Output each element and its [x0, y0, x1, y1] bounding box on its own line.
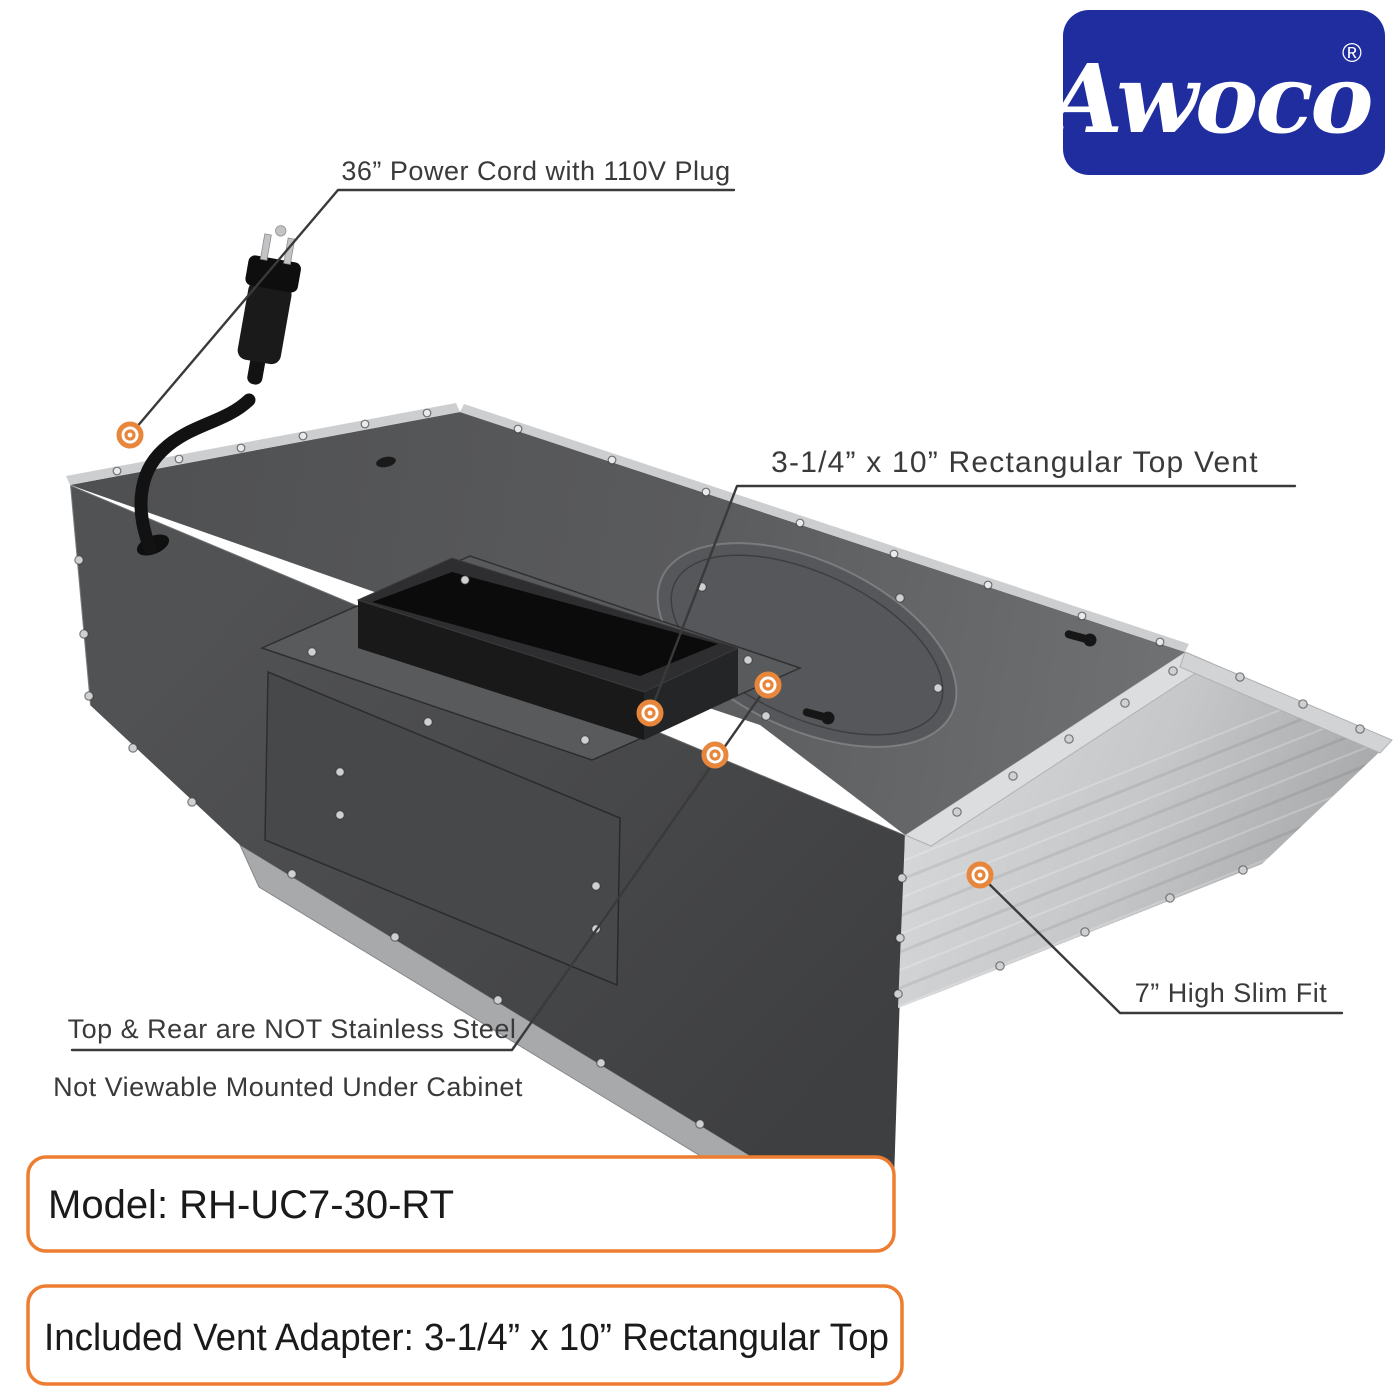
marker-rear-panel — [701, 741, 729, 769]
brand-logo-text: Awoco — [1041, 44, 1371, 155]
callout-slim-fit-label: 7” High Slim Fit — [1135, 978, 1328, 1008]
top-cutout — [376, 456, 396, 468]
keyhole-slot — [1064, 630, 1097, 647]
callout-not-stainless-sublabel: Not Viewable Mounted Under Cabinet — [53, 1072, 523, 1102]
leader-lines — [70, 188, 1344, 1052]
vent-adapter-text: Included Vent Adapter: 3-1/4” x 10” Rect… — [44, 1317, 889, 1359]
range-hood-body — [66, 225, 1393, 1212]
callout-power-cord-label: 36” Power Cord with 110V Plug — [341, 156, 730, 186]
brand-logo: Awoco ® — [1041, 10, 1385, 175]
marker-top-vent — [636, 699, 664, 727]
screws — [74, 555, 1365, 1129]
registered-trademark-icon: ® — [1342, 38, 1362, 68]
stainless-right-band — [1179, 651, 1393, 754]
leader-slim-fit — [978, 873, 1344, 1015]
leader-not-stainless — [70, 683, 770, 1052]
marker-top-panel — [754, 671, 782, 699]
leader-top-vent — [648, 484, 1297, 715]
callout-markers — [116, 421, 994, 889]
rear-access-panel — [264, 670, 621, 987]
model-info-box: Model: RH-UC7-30-RT — [26, 1155, 896, 1253]
power-cord — [134, 393, 256, 556]
keyhole-slot — [802, 708, 835, 725]
callout-top-vent-label: 3-1/4” x 10” Rectangular Top Vent — [771, 446, 1259, 479]
right-top-flange — [460, 404, 1189, 652]
stainless-front-panel — [898, 652, 1392, 1008]
left-edge-crease — [69, 484, 91, 706]
vent-opening — [372, 572, 718, 676]
marker-power-cord — [116, 421, 144, 449]
callout-not-stainless-label: Top & Rear are NOT Stainless Steel — [68, 1014, 517, 1044]
model-number-text: Model: RH-UC7-30-RT — [48, 1183, 454, 1227]
marker-stainless-panel — [966, 861, 994, 889]
screws — [112, 408, 1165, 647]
leader-power-cord — [128, 188, 736, 437]
rectangular-vent-box — [356, 557, 740, 740]
vent-adapter-info-box: Included Vent Adapter: 3-1/4” x 10” Rect… — [26, 1284, 904, 1386]
